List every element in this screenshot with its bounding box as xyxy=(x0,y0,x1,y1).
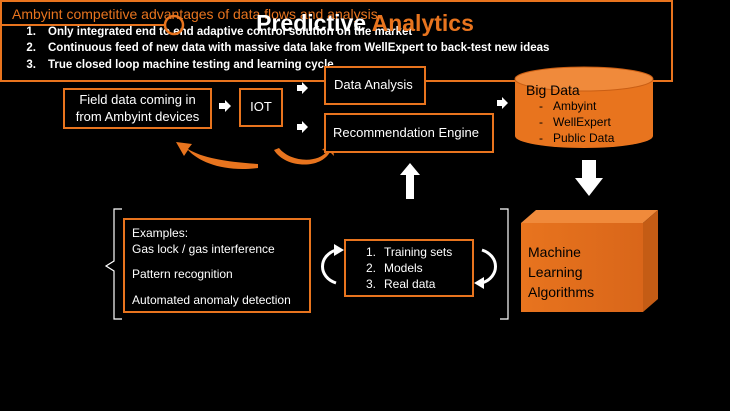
example-item: Pattern recognition xyxy=(132,267,233,282)
arrow-down-block xyxy=(575,160,603,196)
iot-box: IOT xyxy=(239,88,283,127)
cycle-arrowhead-right xyxy=(474,277,484,289)
big-data-title: Big Data xyxy=(526,82,580,98)
title-part-white: Predictive xyxy=(256,10,372,36)
field-data-label: Field data coming in from Ambyint device… xyxy=(75,91,200,124)
title-part-orange: Analytics xyxy=(371,10,474,36)
block-arrows xyxy=(400,160,603,199)
examples-heading: Examples: xyxy=(132,226,189,240)
big-data-cylinder xyxy=(514,66,654,148)
training-item: 2.Models xyxy=(365,260,423,275)
advantage-item: 3.True closed loop machine testing and l… xyxy=(26,58,334,71)
iot-label: IOT xyxy=(250,99,272,115)
recommendation-engine-box: Recommendation Engine xyxy=(324,113,494,153)
ml-line: Machine xyxy=(528,244,581,260)
cycle-arrowhead-left xyxy=(334,244,344,256)
data-analysis-box: Data Analysis xyxy=(324,66,426,105)
arrow-iot-to-recommendation xyxy=(297,121,308,133)
training-item: 1.Training sets xyxy=(365,245,453,259)
curved-arrow-left xyxy=(176,142,258,169)
curved-arrow-right xyxy=(274,142,334,165)
big-data-item: -Ambyint xyxy=(539,99,597,113)
data-analysis-label: Data Analysis xyxy=(334,77,413,93)
arrow-up-block xyxy=(400,163,420,199)
ml-cube xyxy=(521,210,658,312)
training-box: 1.Training sets 2.Models 3.Real data xyxy=(344,239,474,297)
page-title: Predictive Analytics xyxy=(0,10,730,37)
example-item: Automated anomaly detection xyxy=(132,292,291,307)
big-data-item: -WellExpert xyxy=(539,115,611,130)
return-arrows xyxy=(176,142,334,169)
ml-line: Algorithms xyxy=(528,283,595,300)
big-data-item: -Public Data xyxy=(539,131,615,146)
recommendation-engine-label: Recommendation Engine xyxy=(333,124,479,140)
arrow-to-bigdata xyxy=(497,97,508,109)
ml-label: Machine Learning Algorithms xyxy=(528,243,628,303)
cycle-arrows xyxy=(321,248,497,285)
bracket-frame xyxy=(104,208,509,320)
advantages-list: 1.Only integrated end to end adaptive co… xyxy=(10,24,663,73)
arrow-field-to-iot xyxy=(219,100,231,112)
training-item: 3.Real data xyxy=(365,276,436,291)
advantage-item: 2.Continuous feed of new data with massi… xyxy=(26,42,550,55)
advantages-title: Ambyint competitive advantages of data f… xyxy=(12,6,378,22)
arrow-iot-to-analysis xyxy=(297,82,308,94)
header-decoration xyxy=(0,14,185,36)
ml-line: Learning xyxy=(528,263,583,280)
advantage-item: 1.Only integrated end to end adaptive co… xyxy=(26,26,413,38)
example-item: Gas lock / gas interference xyxy=(132,241,275,256)
big-data-text: Big Data -Ambyint -WellExpert -Public Da… xyxy=(526,82,646,147)
flow-arrows xyxy=(219,82,508,133)
examples-box: Examples: Gas lock / gas interference Pa… xyxy=(123,218,311,313)
field-data-box: Field data coming in from Ambyint device… xyxy=(63,88,212,129)
